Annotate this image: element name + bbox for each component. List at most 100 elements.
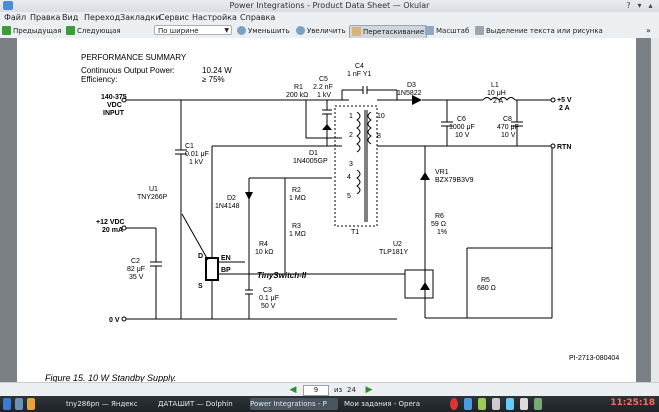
out-5v-label: +5 V — [557, 97, 572, 104]
clock[interactable]: 11:25:18 — [610, 398, 655, 408]
input-label: INPUT — [103, 110, 125, 117]
input-vdc-label: VDC — [107, 102, 122, 109]
out-current-label: 2 A — [559, 105, 570, 112]
task-okular[interactable]: Power Integrations - P — [250, 398, 338, 410]
desktop-icon[interactable] — [15, 398, 23, 410]
d1-part: 1N4005GP — [293, 158, 328, 165]
zoom-in-button[interactable]: Увеличить — [296, 25, 346, 37]
menu-bookmarks[interactable]: Закладки — [120, 13, 161, 22]
l1-ref: L1 — [491, 82, 499, 89]
t1-ref: T1 — [351, 229, 359, 236]
drag-mode-button[interactable]: Перетаскивание — [349, 25, 428, 39]
task-dolphin[interactable]: ДАТАШИТ — Dolphin — [158, 400, 233, 408]
r4-value: 10 kΩ — [255, 249, 273, 256]
system-taskbar: tny286pn — Яндекс ДАТАШИТ — Dolphin Powe… — [0, 396, 659, 412]
prev-page-button[interactable]: Предыдущая — [2, 25, 61, 37]
next-page-arrow-icon[interactable]: ▶ — [365, 385, 373, 395]
u2-ref: U2 — [393, 241, 402, 248]
volume-icon[interactable] — [520, 398, 528, 410]
zero-volt-label: 0 V — [109, 317, 120, 324]
r3-ref: R3 — [292, 223, 301, 230]
t1-pin-5: 5 — [347, 193, 351, 200]
r4-ref: R4 — [259, 241, 268, 248]
zoom-out-icon — [237, 26, 246, 35]
c1-value: 0.01 μF — [185, 151, 209, 158]
toolbar-overflow-icon[interactable]: » — [646, 26, 651, 35]
u2-part: TLP181Y — [379, 249, 409, 256]
menu-view[interactable]: Вид — [62, 13, 79, 22]
output-power-value: 10.24 W — [202, 66, 232, 75]
vr1-ref: VR1 — [435, 169, 449, 176]
okular-app-icon — [3, 1, 13, 10]
c5-value: 2.2 nF — [313, 84, 333, 91]
c3-rating: 50 V — [261, 303, 276, 310]
maximize-icon[interactable]: ▴ — [648, 1, 653, 10]
files-icon[interactable] — [27, 398, 35, 410]
zoom-tool-button[interactable]: Масштаб — [425, 25, 469, 37]
c2-ref: C2 — [131, 258, 140, 265]
menu-file[interactable]: Файл — [4, 13, 27, 22]
r1-ref: R1 — [294, 84, 303, 91]
schematic-figure: PERFORMANCE SUMMARY Continuous Output Po… — [45, 53, 619, 382]
c6-rating: 10 V — [455, 132, 470, 139]
r2-ref: R2 — [292, 187, 301, 194]
text-select-button[interactable]: Выделение текста или рисунка — [475, 25, 603, 37]
r6-value: 59 Ω — [431, 221, 446, 228]
menu-settings[interactable]: Настройка — [192, 13, 237, 22]
menu-tools[interactable]: Сервис — [159, 13, 189, 22]
d3-part: 1N5822 — [397, 90, 422, 97]
magnifier-icon — [425, 26, 434, 35]
r1-value: 200 kΩ — [286, 92, 308, 99]
rtn-label: RTN — [557, 144, 571, 151]
page-total: 24 — [347, 386, 356, 394]
d3-ref: D3 — [407, 82, 416, 89]
menu-go[interactable]: Переход — [84, 13, 121, 22]
t1-pin-8: 8 — [377, 133, 381, 140]
efficiency-label: Efficiency: — [81, 75, 117, 84]
vr1-part: BZX79B3V9 — [435, 177, 474, 184]
start-menu-icon[interactable] — [3, 398, 11, 410]
battery-icon[interactable] — [534, 398, 542, 410]
zoom-mode-select[interactable]: По ширине страницы▼ — [154, 25, 232, 45]
page-number-input[interactable]: 9 — [303, 385, 329, 396]
u1-part: TNY266P — [137, 194, 168, 201]
network-tray-icon[interactable] — [506, 398, 514, 410]
aux-12v-label: +12 VDC — [96, 219, 125, 226]
u1-ref: U1 — [149, 186, 158, 193]
tray-icon[interactable] — [478, 398, 486, 410]
c2-value: 82 μF — [127, 266, 145, 273]
menu-edit[interactable]: Правка — [30, 13, 61, 22]
r5-ref: R5 — [481, 277, 490, 284]
vertical-scrollbar[interactable] — [651, 38, 659, 382]
l1-value: 10 μH — [487, 90, 506, 97]
zoom-out-button[interactable]: Уменьшить — [237, 25, 290, 37]
mail-tray-icon[interactable] — [464, 398, 472, 410]
c3-ref: C3 — [263, 287, 272, 294]
efficiency-value: ≥ 75% — [202, 75, 225, 84]
main-toolbar: Предыдущая Следующая По ширине страницы▼… — [0, 24, 659, 45]
page-of-label: из — [334, 386, 343, 394]
text-select-icon — [475, 26, 484, 35]
r6-ref: R6 — [435, 213, 444, 220]
arrow-down-icon — [66, 26, 75, 35]
input-voltage-label: 140-375 — [101, 94, 127, 101]
r3-value: 1 MΩ — [289, 231, 306, 238]
c5-rating: 1 kV — [317, 92, 331, 99]
task-yandex[interactable]: tny286pn — Яндекс — [66, 400, 138, 408]
next-page-button[interactable]: Следующая — [66, 25, 121, 37]
help-icon[interactable]: ? — [626, 1, 631, 10]
c4-value: 1 nF Y1 — [347, 71, 371, 78]
keyboard-tray-icon[interactable] — [492, 398, 500, 410]
task-opera[interactable]: Мои задания - Opera — [344, 400, 420, 408]
u1-pin-s: S — [198, 283, 203, 290]
minimize-icon[interactable]: ▾ — [637, 1, 642, 10]
output-power-label: Continuous Output Power: — [81, 66, 175, 75]
zoom-in-icon — [296, 26, 305, 35]
u1-pin-bp: BP — [221, 267, 231, 274]
opera-tray-icon[interactable] — [450, 398, 458, 410]
document-viewport[interactable]: PERFORMANCE SUMMARY Continuous Output Po… — [0, 38, 659, 382]
d2-part: 1N4148 — [215, 203, 240, 210]
prev-page-arrow-icon[interactable]: ◀ — [289, 385, 297, 395]
figure-code: PI-2713-080404 — [569, 355, 619, 362]
menu-help[interactable]: Справка — [240, 13, 276, 22]
